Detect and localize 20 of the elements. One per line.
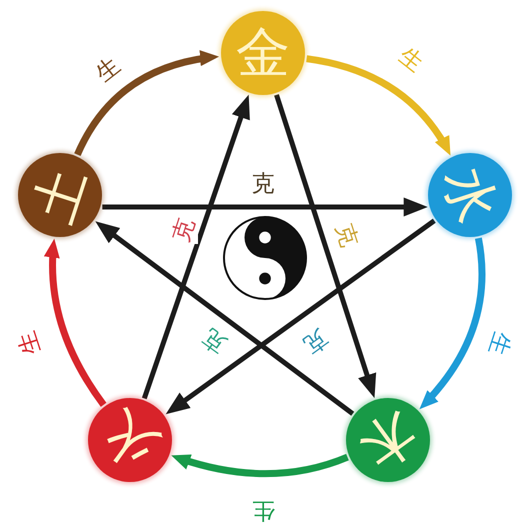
arrow [74, 50, 220, 156]
arrow [44, 238, 106, 407]
circle-node: 水 [428, 153, 512, 237]
edge-label: 克 [301, 326, 329, 354]
arrow [94, 219, 354, 416]
circle-node: 土 [18, 153, 102, 237]
arrow [416, 238, 486, 412]
arrow [274, 94, 377, 399]
arrow [170, 452, 349, 478]
arrow [142, 94, 252, 400]
circle-node: 火 [88, 398, 172, 482]
arrow [164, 218, 436, 416]
edge-label: 克 [170, 216, 198, 244]
edge-label: 克 [201, 326, 229, 354]
arrow [102, 198, 428, 216]
edge-label: 生 [396, 46, 424, 74]
edge-label: 克 [331, 221, 359, 249]
circle-node: 金 [221, 11, 305, 95]
edge-label: 生 [16, 328, 44, 356]
circle-node: 木 [346, 398, 430, 482]
